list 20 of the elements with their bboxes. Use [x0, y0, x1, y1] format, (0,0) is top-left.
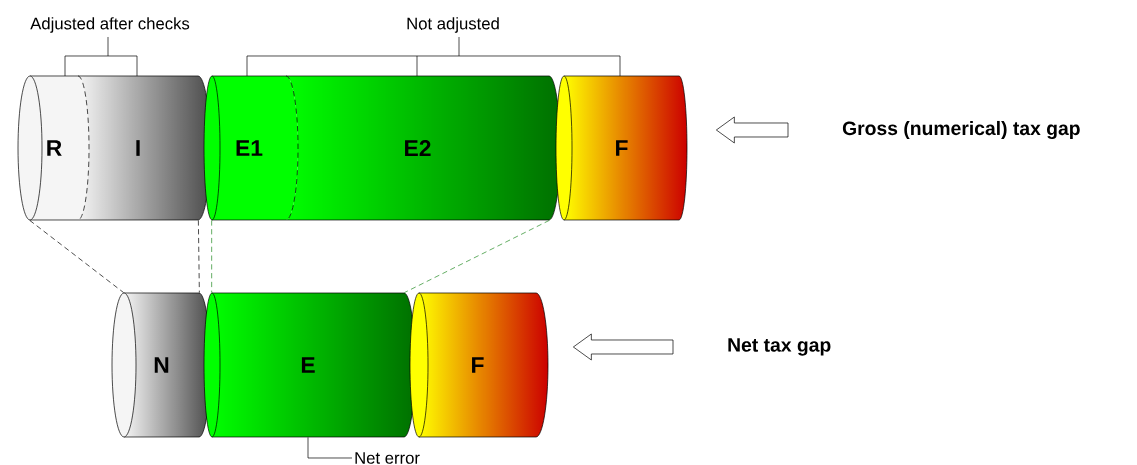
caption-text: Net tax gap: [728, 338, 831, 356]
cylinder-segment: F: [555, 75, 688, 221]
node-label: R: [47, 140, 62, 156]
cylinder-segment: E: [203, 292, 416, 438]
projection-line: [404, 220, 550, 293]
projection-line: [211, 220, 212, 293]
projection-line: [198, 220, 200, 293]
node-label: E1: [236, 140, 263, 156]
bracket-label: Not adjusted: [407, 17, 499, 33]
cylinder-segment: E1: [203, 75, 287, 221]
cylinder-segment: N: [111, 292, 211, 438]
cylinder-segment: R: [17, 75, 79, 221]
callout-text: Net error: [355, 452, 420, 464]
projection-line: [29, 220, 124, 293]
leader-line: [307, 437, 353, 459]
caption-text: Gross (numerical) tax gap: [842, 120, 1080, 140]
cylinder-segment: F: [409, 292, 549, 438]
hollow-arrow: [573, 333, 674, 361]
bracket-label: Adjusted after checks: [30, 17, 190, 33]
hollow-arrow: [716, 116, 789, 144]
